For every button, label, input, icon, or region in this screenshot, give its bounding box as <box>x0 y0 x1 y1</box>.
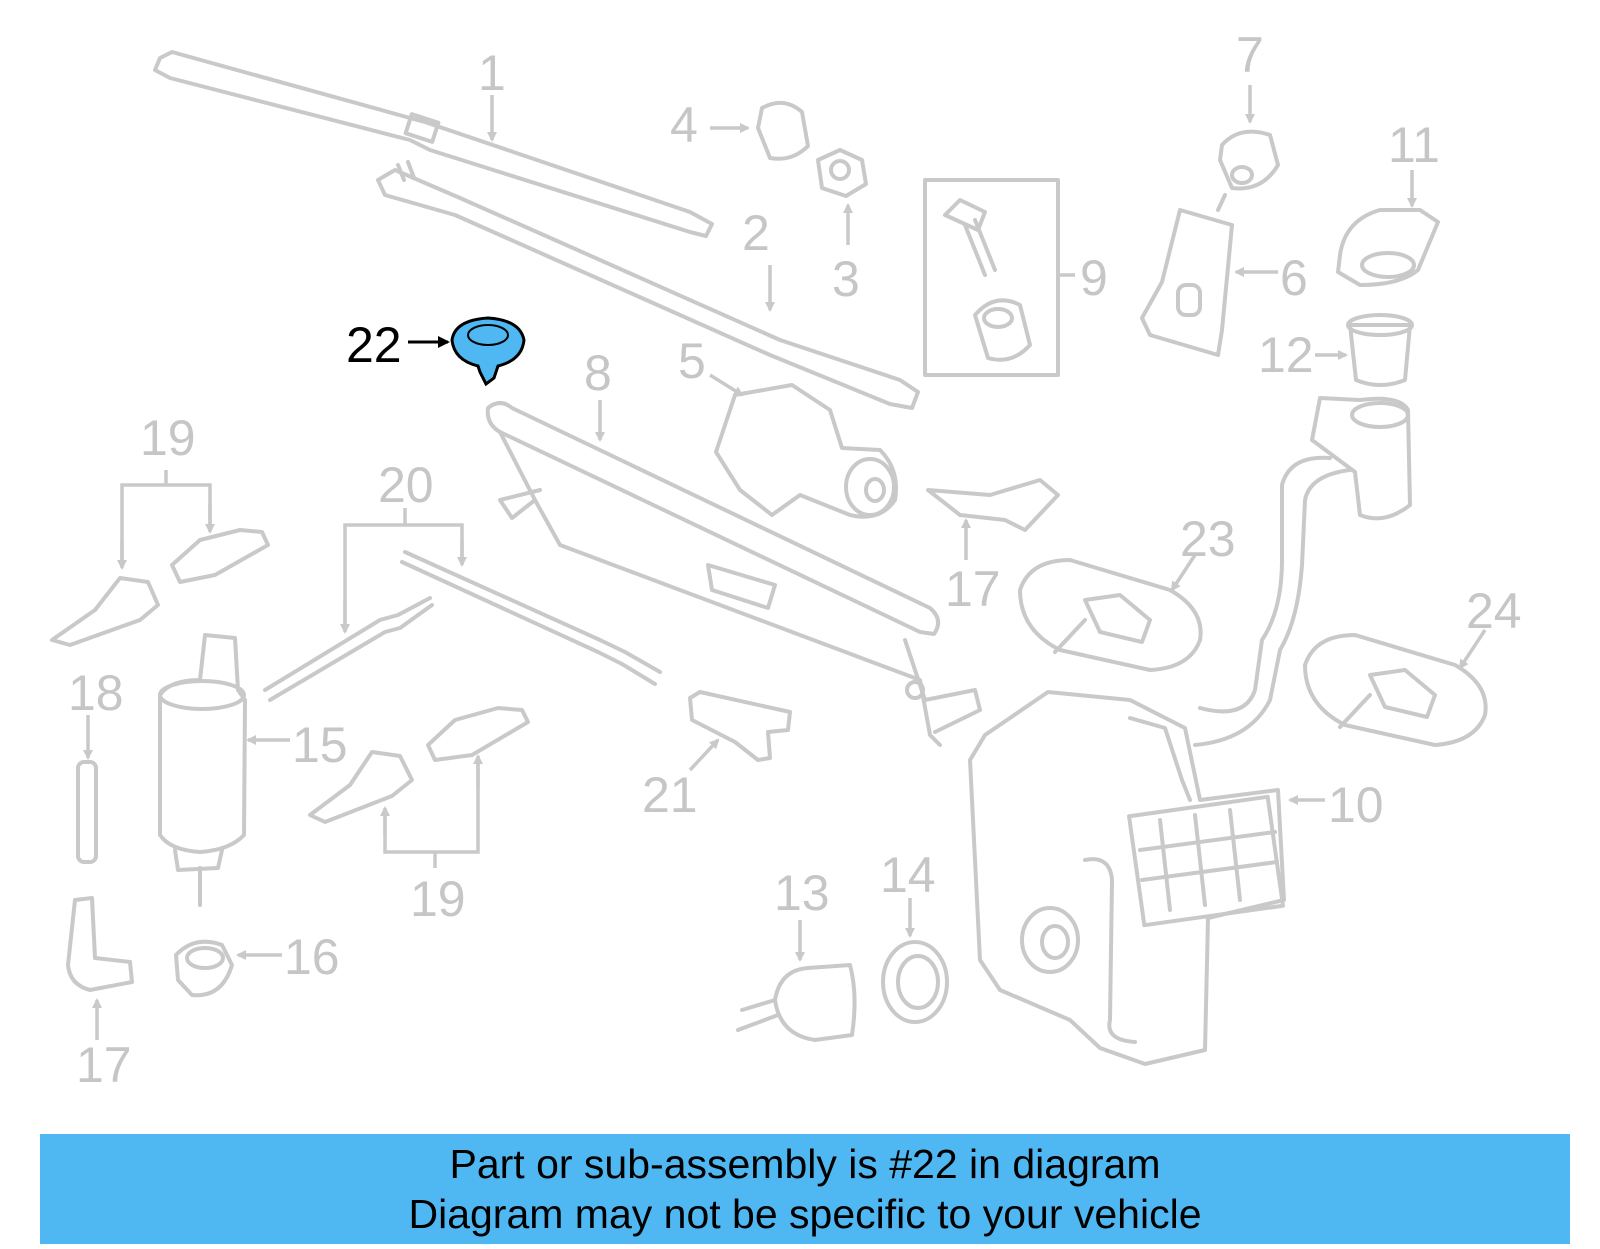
callout-11: 11 <box>1388 117 1440 173</box>
part-3-nut: 3 <box>816 148 868 307</box>
callout-3: 3 <box>832 251 860 307</box>
callout-17b: 17 <box>76 1037 132 1093</box>
callout-6: 6 <box>1280 250 1308 306</box>
part-20-rods: 20 <box>263 457 662 702</box>
part-18-hose: 18 <box>68 665 124 864</box>
callout-19b: 19 <box>410 871 466 927</box>
part-24-nozzle: 24 <box>1303 583 1522 747</box>
part-19-lower: 19 <box>308 706 530 927</box>
part-4-cap: 4 <box>670 97 810 161</box>
part-9-kit: 9 <box>923 178 1108 377</box>
callout-19a: 19 <box>140 410 196 466</box>
part-17-elbow-upper: 17 <box>926 478 1060 617</box>
callout-14: 14 <box>880 847 936 903</box>
part-1-wiper-blade: 1 <box>153 45 714 238</box>
part-10-reservoir: 10 <box>968 690 1384 1066</box>
part-7-bushing: 7 <box>1218 27 1280 191</box>
callout-4: 4 <box>670 97 698 153</box>
banner-line-2: Diagram may not be specific to your vehi… <box>408 1191 1202 1237</box>
callout-9: 9 <box>1080 250 1108 306</box>
part-6-bracket: 6 <box>1140 193 1308 357</box>
callout-24: 24 <box>1466 583 1522 639</box>
banner-line-1: Part or sub-assembly is #22 in diagram <box>449 1141 1161 1187</box>
part-21-y-connector: 21 <box>642 690 792 823</box>
info-banner: Part or sub-assembly is #22 in diagram D… <box>40 1134 1570 1244</box>
callout-20: 20 <box>378 457 434 513</box>
callout-5: 5 <box>678 333 706 389</box>
part-14-grommet: 14 <box>880 847 949 1024</box>
part-23-nozzle: 23 <box>1018 511 1236 672</box>
callout-23: 23 <box>1180 511 1236 567</box>
callout-18: 18 <box>68 665 124 721</box>
callout-7: 7 <box>1236 27 1264 83</box>
callout-22: 22 <box>346 317 402 373</box>
part-17-t-connector: 17 <box>66 896 134 1093</box>
callout-17a: 17 <box>945 561 1001 617</box>
callout-2: 2 <box>742 205 770 261</box>
part-19-upper: 19 <box>50 410 270 647</box>
callout-15: 15 <box>292 717 348 773</box>
callout-13: 13 <box>774 865 830 921</box>
part-11-cap: 11 <box>1336 117 1440 287</box>
callout-21: 21 <box>642 767 698 823</box>
part-2-wiper-arm: 2 <box>376 160 920 410</box>
part-5-motor: 5 <box>678 333 898 519</box>
part-15-pump: 15 <box>158 633 348 907</box>
part-12-strainer: 12 <box>1258 313 1414 387</box>
callout-10: 10 <box>1328 777 1384 833</box>
part-16-grommet: 16 <box>174 929 340 998</box>
callout-8: 8 <box>584 345 612 401</box>
callout-16: 16 <box>284 929 340 985</box>
part-22-highlighted: 22 <box>346 316 526 387</box>
callout-12: 12 <box>1258 327 1314 383</box>
part-8-linkage: 8 <box>485 345 982 747</box>
part-filler-neck <box>1193 396 1412 747</box>
part-13-connector: 13 <box>736 865 857 1042</box>
callout-1: 1 <box>478 45 506 101</box>
